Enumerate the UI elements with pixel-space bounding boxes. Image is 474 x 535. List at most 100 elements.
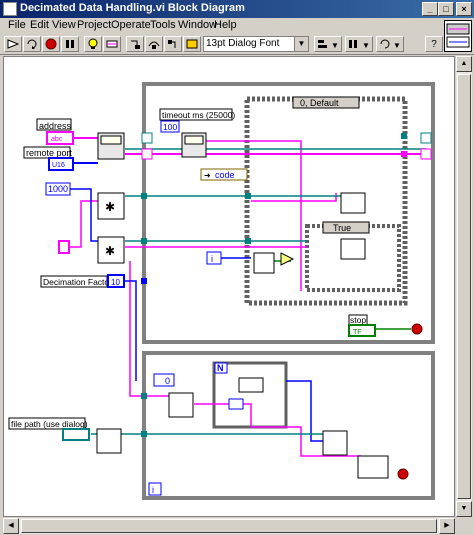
block-diagram-canvas[interactable]: 0, Default True N address abc remote por… [3, 56, 455, 517]
remote-port-label: remote port [26, 148, 73, 158]
remote-port-label-box [23, 146, 71, 159]
open-file-icon[interactable] [96, 428, 122, 454]
wire-string-case [206, 140, 302, 291]
case-selector-inner-label: True [333, 223, 351, 233]
maximize-button[interactable]: □ [438, 2, 454, 16]
file-path-terminal[interactable] [62, 428, 90, 441]
tunnel-case-1 [401, 133, 407, 139]
decimate-bottom-icon[interactable] [168, 392, 194, 418]
align-objects-icon[interactable]: ▼ [314, 36, 342, 52]
file-path-label: file path (use dialog) [11, 419, 88, 429]
menu-edit[interactable]: Edit [30, 19, 49, 31]
tunnel-3 [141, 278, 147, 284]
window-title: Decimated Data Handling.vi Block Diagram [20, 2, 245, 14]
stop-icon[interactable] [411, 323, 423, 335]
interval-constant[interactable] [45, 182, 71, 196]
tunnel-case-2 [401, 151, 407, 157]
stop-icon-bottom[interactable] [397, 468, 409, 480]
while-loop-top[interactable] [142, 82, 435, 344]
horizontal-scroll-thumb[interactable] [21, 519, 437, 533]
case-selector-outer[interactable] [292, 96, 360, 109]
case-selector-outer-label: 0, Default [300, 98, 339, 108]
menu-operate[interactable]: Operate [111, 19, 151, 31]
title-bar: Decimated Data Handling.vi Block Diagram… [0, 0, 474, 18]
scroll-up-icon[interactable]: ▲ [456, 56, 472, 72]
menu-help[interactable]: Help [214, 19, 237, 31]
scroll-right-icon[interactable]: ▶ [439, 518, 455, 534]
array-indicator [228, 398, 244, 410]
decimate-icon-2[interactable] [97, 236, 125, 264]
tunnel-1 [141, 193, 147, 199]
horizontal-scrollbar[interactable]: ◀ ▶ [3, 518, 455, 534]
remote-port-terminal[interactable] [48, 157, 74, 171]
decimation-label: Decimation Factor [43, 277, 112, 287]
stop-label: stop [350, 315, 366, 325]
tunnel-case-4 [245, 238, 251, 244]
code-arrow: ➜ [204, 171, 211, 180]
iteration-label-top: i [211, 254, 213, 264]
index-constant[interactable] [153, 373, 175, 387]
scroll-down-icon[interactable]: ▼ [456, 501, 472, 517]
minimize-button[interactable]: _ [422, 2, 438, 16]
menu-file[interactable]: File [8, 19, 26, 31]
build-array-icon[interactable] [238, 377, 264, 393]
step-out-icon[interactable] [164, 36, 182, 52]
while-loop-bottom[interactable] [142, 351, 435, 500]
retain-values-icon[interactable] [183, 36, 201, 52]
step-over-icon[interactable] [145, 36, 163, 52]
write-file-icon[interactable] [322, 430, 348, 456]
reorder-icon[interactable]: ▼ [376, 36, 404, 52]
string-terminal[interactable] [58, 240, 70, 254]
address-terminal[interactable] [46, 131, 74, 145]
case-selector-inner[interactable] [322, 221, 370, 234]
compare-icon[interactable] [280, 252, 295, 266]
timeout-constant[interactable] [160, 120, 180, 133]
decimate-icon[interactable] [97, 192, 125, 220]
wire-string-indicator [251, 193, 337, 202]
font-select[interactable]: 13pt Dialog Font ▼ [203, 36, 309, 52]
tunnel-ref-out [420, 132, 432, 144]
wire-array-out [286, 380, 331, 442]
case-structure-outer[interactable] [244, 96, 408, 306]
chevron-down-icon[interactable]: ▼ [294, 37, 308, 51]
chart-write-icon-2[interactable] [340, 238, 366, 260]
read-buffer-icon[interactable] [253, 252, 275, 274]
for-loop-inner[interactable] [212, 361, 288, 429]
menu-project[interactable]: Project [77, 19, 112, 31]
abort-icon[interactable] [42, 36, 60, 52]
vertical-scroll-thumb[interactable] [457, 74, 471, 499]
iteration-terminal-top [206, 251, 222, 265]
menu-view[interactable]: View [52, 19, 76, 31]
toolbar: 13pt Dialog Font ▼ ▼ ▼ ▼ ? [0, 34, 474, 55]
decimation-terminal[interactable] [107, 274, 125, 288]
distribute-objects-icon[interactable]: ▼ [345, 36, 373, 52]
vi-icon[interactable] [444, 20, 472, 52]
retain-wire-values-icon[interactable] [103, 36, 121, 52]
svg-text:▼: ▼ [362, 41, 370, 49]
code-constant[interactable] [200, 168, 248, 181]
run-continuous-icon[interactable] [23, 36, 41, 52]
resize-grip-icon[interactable] [456, 518, 472, 534]
vertical-scrollbar[interactable]: ▲ ▼ [456, 56, 472, 517]
run-arrow-icon[interactable] [4, 36, 22, 52]
tunnel-ref-in [141, 132, 153, 144]
tunnel-string-out [420, 148, 432, 160]
highlight-execution-icon[interactable] [84, 36, 102, 52]
for-loop-count[interactable] [214, 362, 228, 374]
for-loop-count-label: N [217, 363, 224, 373]
close-button[interactable]: × [456, 2, 472, 16]
close-file-icon[interactable] [357, 455, 389, 479]
context-help-icon[interactable]: ? [425, 36, 443, 52]
file-path-label-box [8, 417, 86, 430]
stop-terminal[interactable] [348, 324, 376, 337]
index-zero: 0 [165, 376, 170, 386]
pause-icon[interactable] [61, 36, 79, 52]
iteration-label-bottom: i [152, 485, 154, 495]
scroll-left-icon[interactable]: ◀ [3, 518, 19, 534]
menu-tools[interactable]: Tools [150, 19, 176, 31]
chart-write-icon[interactable] [340, 192, 366, 214]
menu-window[interactable]: Window [178, 19, 218, 31]
step-into-icon[interactable] [126, 36, 144, 52]
timeout-label-box [159, 108, 233, 121]
timeout-value: 100 [163, 122, 177, 132]
